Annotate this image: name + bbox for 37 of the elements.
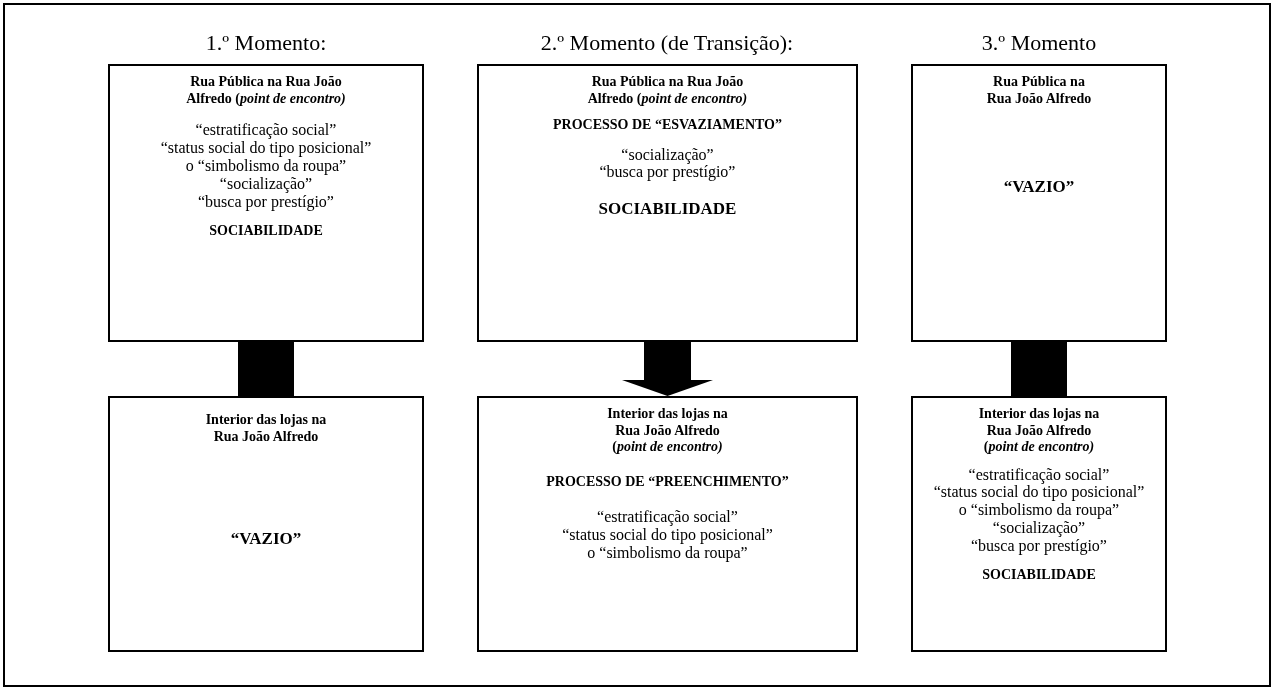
text-box [108, 396, 424, 652]
column-heading: 2.º Momento (de Transição): [540, 30, 794, 56]
status-label: “VAZIO” [1003, 177, 1075, 198]
concept-text: “socialização” [219, 174, 313, 193]
concept-text: “socialização” [992, 519, 1086, 538]
concept-text: o “simbolismo da roupa” [958, 501, 1120, 520]
status-label: SOCIABILIDADE [598, 199, 737, 220]
place-heading: Interior das lojas na Rua João Alfredo (point de encontro) [606, 406, 729, 456]
concept-text: “estratificação social” [968, 465, 1110, 484]
concept-text: “socialização” [621, 145, 714, 164]
status-label: “VAZIO” [230, 529, 302, 550]
concept-text: “status social do tipo posicional” [160, 138, 372, 157]
concept-text: “busca por prestígio” [198, 192, 334, 211]
place-heading: Interior das lojas na Rua João Alfredo (point de encontro) [977, 406, 1101, 456]
summary-label: SOCIABILIDADE [209, 222, 323, 240]
text-box [911, 64, 1167, 342]
concept-text: “status social do tipo posicional” [933, 483, 1145, 502]
place-heading: Rua Pública na Rua João Alfredo (point de encontro) [185, 74, 347, 108]
concept-text: o “simbolismo da roupa” [587, 543, 748, 562]
process-label: PROCESSO DE “PREENCHIMENTO” [546, 473, 789, 491]
place-heading: Interior das lojas na Rua João Alfredo [204, 412, 328, 446]
process-label: PROCESSO DE “ESVAZIAMENTO” [553, 117, 782, 134]
summary-label: SOCIABILIDADE [982, 567, 1096, 584]
place-heading: Rua Pública na Rua João Alfredo [985, 74, 1093, 108]
concept-text: “estratificação social” [597, 508, 738, 526]
concept-text: “busca por prestígio” [971, 537, 1107, 556]
text-box [477, 64, 858, 342]
concept-text: o “simbolismo da roupa” [185, 156, 347, 175]
concept-text: “estratificação social” [195, 121, 337, 139]
concept-text: “status social do tipo posicional” [562, 525, 773, 544]
text-box [477, 396, 858, 652]
column-heading: 1.º Momento: [205, 30, 327, 56]
text-box [108, 64, 424, 342]
concept-text: “busca por prestígio” [599, 163, 736, 182]
place-heading: Rua Pública na Rua João Alfredo (point de encontro) [586, 74, 749, 108]
text-box [911, 396, 1167, 652]
column-heading: 3.º Momento [981, 30, 1097, 56]
